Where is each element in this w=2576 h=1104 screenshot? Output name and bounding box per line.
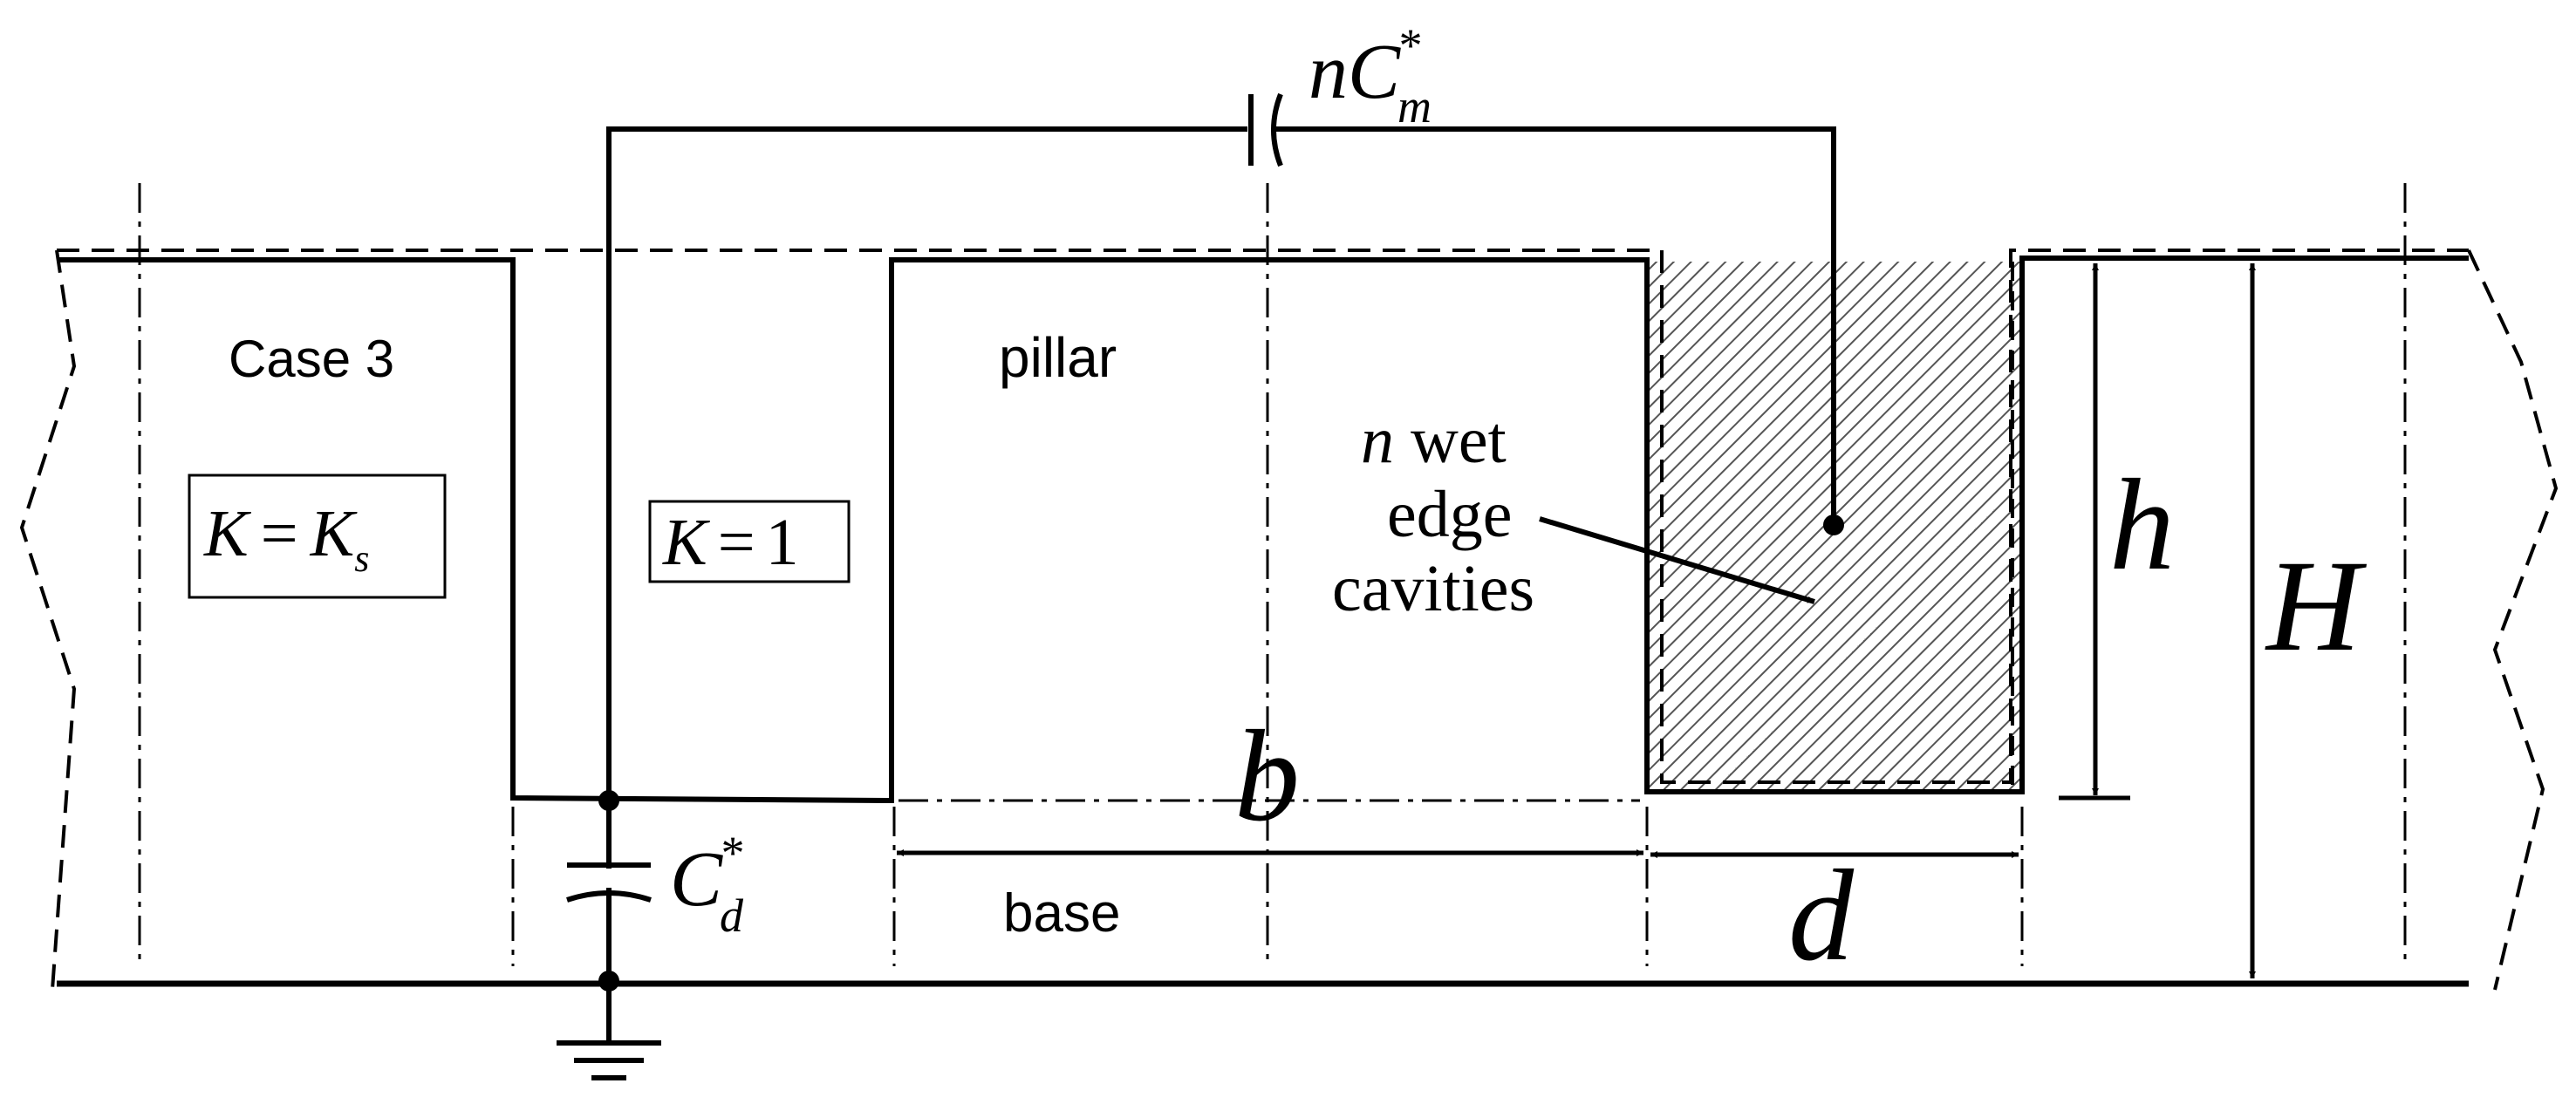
left-edge-dashed bbox=[19, 249, 77, 991]
cavity-leader-arrow bbox=[1539, 516, 1815, 604]
ground-icon bbox=[557, 984, 661, 1080]
case-label: Case 3 bbox=[229, 330, 394, 388]
dim-h-label: h bbox=[2109, 453, 2175, 597]
centerlines bbox=[138, 183, 2407, 966]
junction-node-bottom bbox=[598, 971, 619, 992]
cap-bottom-label: C*d bbox=[670, 827, 744, 942]
base-label: base bbox=[1003, 883, 1120, 944]
surface-profile bbox=[57, 256, 2469, 804]
k-ks-equation: K=Ks bbox=[203, 497, 369, 580]
dim-d-label: d bbox=[1788, 843, 1855, 988]
cap-top-label: nC*m bbox=[1308, 19, 1431, 133]
outer-boundary-top-dashed bbox=[57, 249, 2469, 784]
dim-b-label: b bbox=[1234, 704, 1300, 848]
right-edge-dashed bbox=[2467, 249, 2559, 991]
wire-right bbox=[1274, 126, 1836, 525]
cap-bottom-plate-bottom bbox=[566, 890, 652, 903]
dim-H-label: H bbox=[2265, 534, 2368, 678]
pillar-label: pillar bbox=[999, 326, 1117, 389]
cavity-label-line1: n wet bbox=[1361, 404, 1507, 477]
cavity-electrode-node bbox=[1823, 515, 1844, 535]
wire-left bbox=[606, 126, 1247, 984]
cavity-label-line3: cavities bbox=[1332, 552, 1534, 625]
k-ks-box bbox=[188, 474, 447, 599]
k-one-box bbox=[648, 500, 851, 583]
junction-node-top bbox=[598, 790, 619, 811]
k-one-equation: K=1 bbox=[662, 506, 799, 579]
cavity-label-line2: edge bbox=[1387, 478, 1512, 551]
